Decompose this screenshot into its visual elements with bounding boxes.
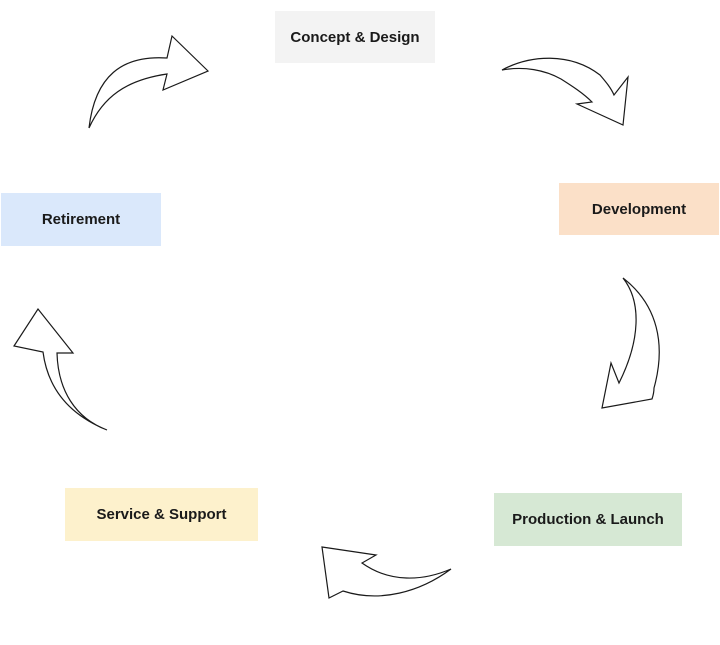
stage-label: Production & Launch [512,511,664,528]
arrow-development-to-production [601,277,660,409]
arrow-service-to-retirement [13,307,108,431]
stage-development: Development [559,183,719,235]
stage-service-support: Service & Support [65,488,258,541]
stage-production-launch: Production & Launch [494,493,682,546]
arrow-production-to-service [321,546,452,599]
stage-retirement: Retirement [1,193,161,246]
stage-label: Concept & Design [290,28,420,46]
stage-label: Service & Support [96,506,227,523]
stage-concept-design: Concept & Design [275,11,435,63]
arrow-concept-to-development [501,57,629,126]
stage-label: Retirement [41,211,121,228]
stage-label: Development [591,200,687,218]
arrow-retirement-to-concept [88,34,210,129]
